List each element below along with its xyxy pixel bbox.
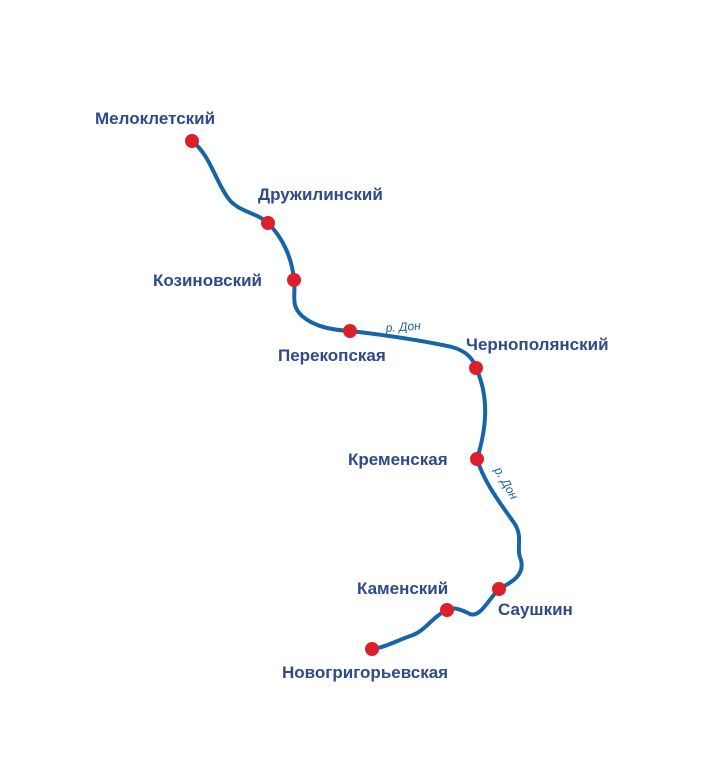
station-marker-novogrigorievsk[interactable] <box>365 642 379 656</box>
river-label-upper: р. Дон <box>384 319 421 336</box>
station-label-druzhilin: Дружилинский <box>258 185 383 204</box>
don-river-line <box>190 139 524 651</box>
station-marker-kozinov[interactable] <box>287 273 301 287</box>
station-label-perekop: Перекопская <box>278 346 386 365</box>
station-marker-perekop[interactable] <box>343 324 357 338</box>
station-marker-chernopolyan[interactable] <box>469 361 483 375</box>
station-label-kozinov: Козиновский <box>153 271 262 290</box>
station-marker-meloklet[interactable] <box>185 134 199 148</box>
station-marker-druzhilin[interactable] <box>261 216 275 230</box>
station-label-kamensky: Каменский <box>357 579 448 598</box>
station-label-kremen: Кременская <box>348 450 448 469</box>
station-label-meloklet: Мелоклетский <box>95 109 215 128</box>
station-marker-kamensky[interactable] <box>440 603 454 617</box>
station-marker-kremen[interactable] <box>470 452 484 466</box>
station-label-novogrigorievsk: Новогригорьевская <box>282 663 448 682</box>
station-marker-saushkin[interactable] <box>492 582 506 596</box>
station-label-chernopolyan: Чернополянский <box>466 335 609 354</box>
station-label-saushkin: Саушкин <box>498 600 573 619</box>
